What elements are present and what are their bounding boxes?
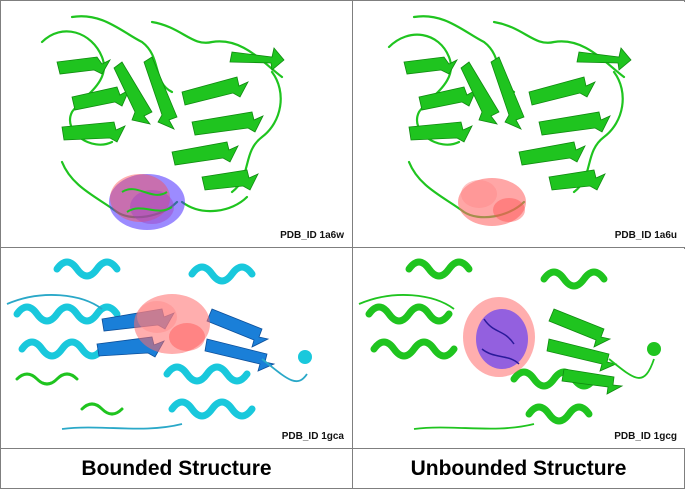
- protein-structure-1a6w: [40, 15, 285, 230]
- binding-pocket-1gcg: [463, 297, 535, 377]
- caption-bounded: Bounded Structure: [81, 457, 272, 480]
- binding-pocket-1gca: [134, 294, 210, 354]
- protein-structure-1a6u: [387, 15, 632, 226]
- protein-structure-1gcg: [358, 258, 661, 430]
- pdb-label-1gca: PDB_ID 1gca: [281, 431, 344, 442]
- pdb-label-1a6u: PDB_ID 1a6u: [614, 230, 677, 241]
- binding-pocket-1a6u: [458, 178, 526, 226]
- protein-structure-1gca: [6, 258, 312, 430]
- pdb-label-1gcg: PDB_ID 1gcg: [614, 431, 677, 442]
- vertical-divider: [352, 1, 353, 489]
- panel-1a6w: PDB_ID 1a6w: [2, 2, 352, 247]
- panel-1gcg: PDB_ID 1gcg: [354, 249, 685, 448]
- panel-1gca: PDB_ID 1gca: [2, 249, 352, 448]
- panel-1a6u: PDB_ID 1a6u: [354, 2, 685, 247]
- horizontal-divider-top: [1, 247, 684, 248]
- horizontal-divider-bottom: [1, 448, 684, 449]
- pdb-label-1a6w: PDB_ID 1a6w: [280, 230, 344, 241]
- binding-pocket-1a6w: [109, 174, 185, 230]
- caption-unbounded: Unbounded Structure: [410, 457, 627, 480]
